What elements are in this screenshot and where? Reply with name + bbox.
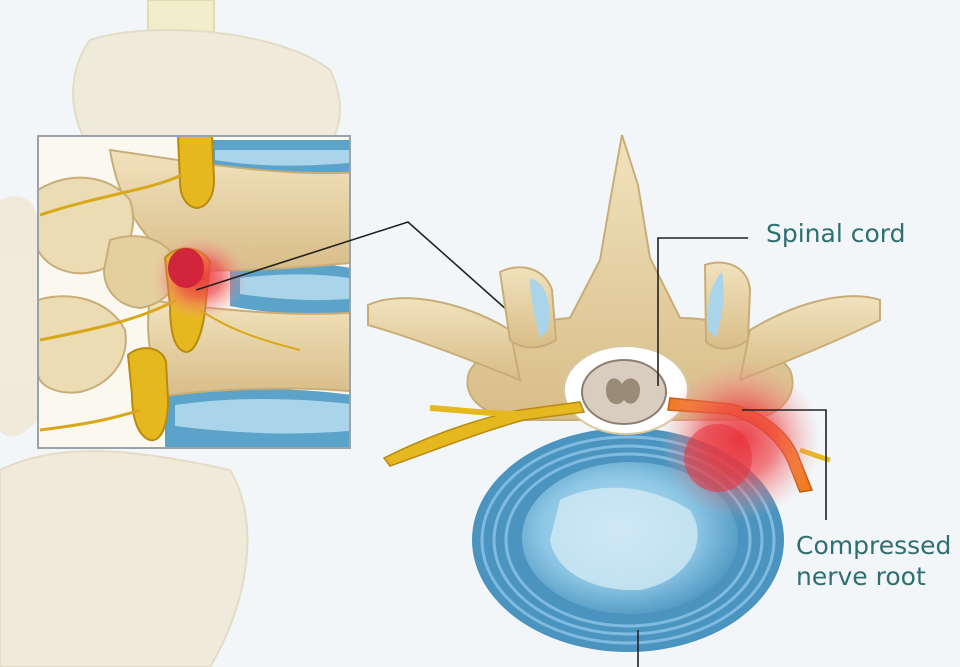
spinal-cord-leader-line bbox=[657, 237, 748, 386]
inset-side-view bbox=[37, 135, 351, 449]
vertebra-top-view bbox=[367, 134, 881, 652]
inset-leader-line bbox=[195, 221, 517, 319]
compressed-nerve-root-line1: Compressed bbox=[796, 531, 952, 560]
compressed-nerve-root-label: Compressed nerve root bbox=[796, 530, 951, 592]
compressed-nerve-root-line2: nerve root bbox=[796, 562, 926, 591]
spinal-cord-label: Spinal cord bbox=[766, 219, 906, 248]
nerve-root-leader-line bbox=[742, 409, 827, 520]
